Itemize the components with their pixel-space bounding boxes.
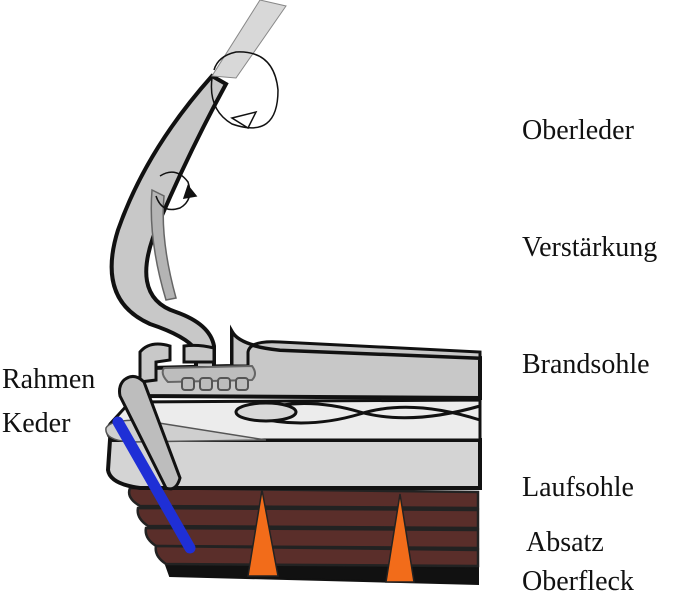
oberleder-innen	[230, 326, 482, 368]
label-laufsohle: Laufsohle	[522, 472, 634, 503]
label-oberfleck: Oberfleck	[522, 566, 634, 597]
naht-knoten	[138, 342, 216, 384]
label-verstaerkung: Verstärkung	[522, 232, 657, 263]
knoten-noppen	[181, 377, 249, 391]
label-brandsohle: Brandsohle	[522, 349, 650, 380]
oberleder-shape	[109, 73, 229, 370]
label-oberleder: Oberleder	[522, 115, 635, 146]
label-absatz: Absatz	[526, 527, 604, 558]
zwick-pfeile	[155, 51, 279, 211]
keder-shape	[112, 416, 196, 554]
rahmen-shape	[118, 375, 182, 491]
sohlennaht-schlaufe	[234, 401, 298, 423]
verstaerkung-shape	[150, 188, 177, 301]
label-keder: Keder	[2, 408, 71, 439]
absatz-naegel	[247, 489, 415, 583]
laufsohle-shape	[105, 438, 482, 490]
oberleder-top-strip	[211, 0, 287, 79]
label-rahmen: Rahmen	[2, 364, 95, 395]
